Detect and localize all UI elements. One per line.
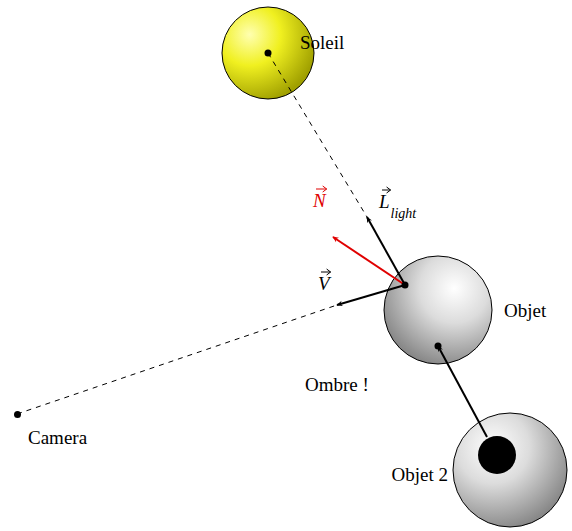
node-label: Soleil — [300, 33, 344, 52]
point-dot — [478, 436, 516, 474]
node-outline — [382, 254, 494, 366]
object-sphere — [453, 413, 567, 527]
connector — [17, 305, 337, 414]
node-label: Objet 2 — [392, 465, 448, 484]
node-label: Objet — [504, 301, 546, 320]
vector-subscript: light — [391, 207, 417, 221]
object-sphere: Objet 2 — [451, 411, 569, 529]
node-outline — [451, 411, 569, 529]
shadow-note: Ombre ! — [305, 375, 369, 394]
surface-point — [402, 282, 409, 289]
node-label: Camera — [28, 428, 87, 447]
view-vector — [337, 285, 405, 305]
vector-overarrow — [316, 189, 327, 190]
connector — [268, 53, 367, 217]
normal-vector — [333, 237, 405, 285]
connector — [438, 346, 487, 437]
object-sphere: Objet — [382, 254, 494, 366]
vector-overarrow — [321, 272, 331, 273]
vector-label: V — [318, 274, 330, 293]
light-vector — [367, 217, 405, 285]
vector-label: L — [379, 192, 390, 211]
vector-label: N — [313, 191, 326, 210]
